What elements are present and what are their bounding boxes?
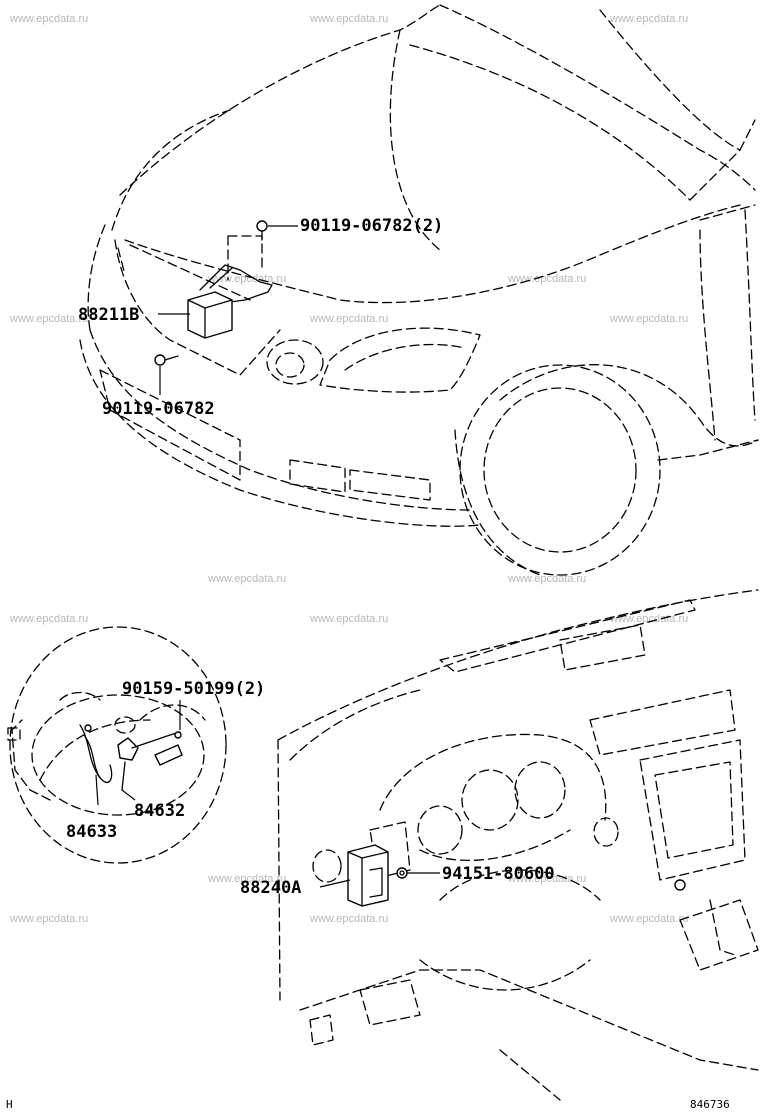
grommet-icon	[396, 867, 408, 879]
watermark: www.epcdata.ru	[309, 313, 388, 325]
watermark: www.epcdata.ru	[207, 873, 286, 885]
watermark: www.epcdata.ru	[609, 613, 688, 625]
watermark: www.epcdata.ru	[9, 13, 88, 25]
steering-wheel-illustration	[7, 626, 227, 864]
watermark: www.epcdata.ru	[309, 13, 388, 25]
label-module-dash: 88240A	[240, 878, 301, 898]
label-module-front: 88211B	[78, 305, 139, 325]
watermark: www.epcdata.ru	[309, 613, 388, 625]
label-switch-sub: 84633	[66, 822, 117, 842]
watermark: www.epcdata.ru	[507, 573, 586, 585]
watermark: www.epcdata.ru	[507, 873, 586, 885]
watermark: www.epcdata.ru	[609, 13, 688, 25]
watermark: www.epcdata.ru	[9, 313, 88, 325]
footer-left-code: H	[6, 1098, 13, 1111]
footer-figure-number: 846736	[690, 1098, 730, 1111]
watermark: www.epcdata.ru	[207, 573, 286, 585]
label-switch-main: 84632	[134, 801, 185, 821]
watermark: www.epcdata.ru	[507, 273, 586, 285]
watermark: www.epcdata.ru	[9, 913, 88, 925]
car-front-illustration	[79, 4, 759, 576]
watermark: www.epcdata.ru	[9, 613, 88, 625]
clip-icon	[256, 220, 268, 241]
watermark: www.epcdata.ru	[609, 913, 688, 925]
dashboard-illustration	[277, 589, 759, 1101]
label-grommet: 94151-80600	[442, 864, 555, 884]
watermark-layer: www.epcdata.ru www.epcdata.ru www.epcdat…	[9, 13, 688, 925]
watermark: www.epcdata.ru	[609, 313, 688, 325]
bolt-icon	[154, 354, 179, 366]
watermark: www.epcdata.ru	[309, 913, 388, 925]
label-bolt-front: 90119-06782	[102, 399, 215, 419]
label-screw-pair: 90159-50199(2)	[122, 679, 265, 699]
label-clip-pair: 90119-06782(2)	[300, 216, 443, 236]
